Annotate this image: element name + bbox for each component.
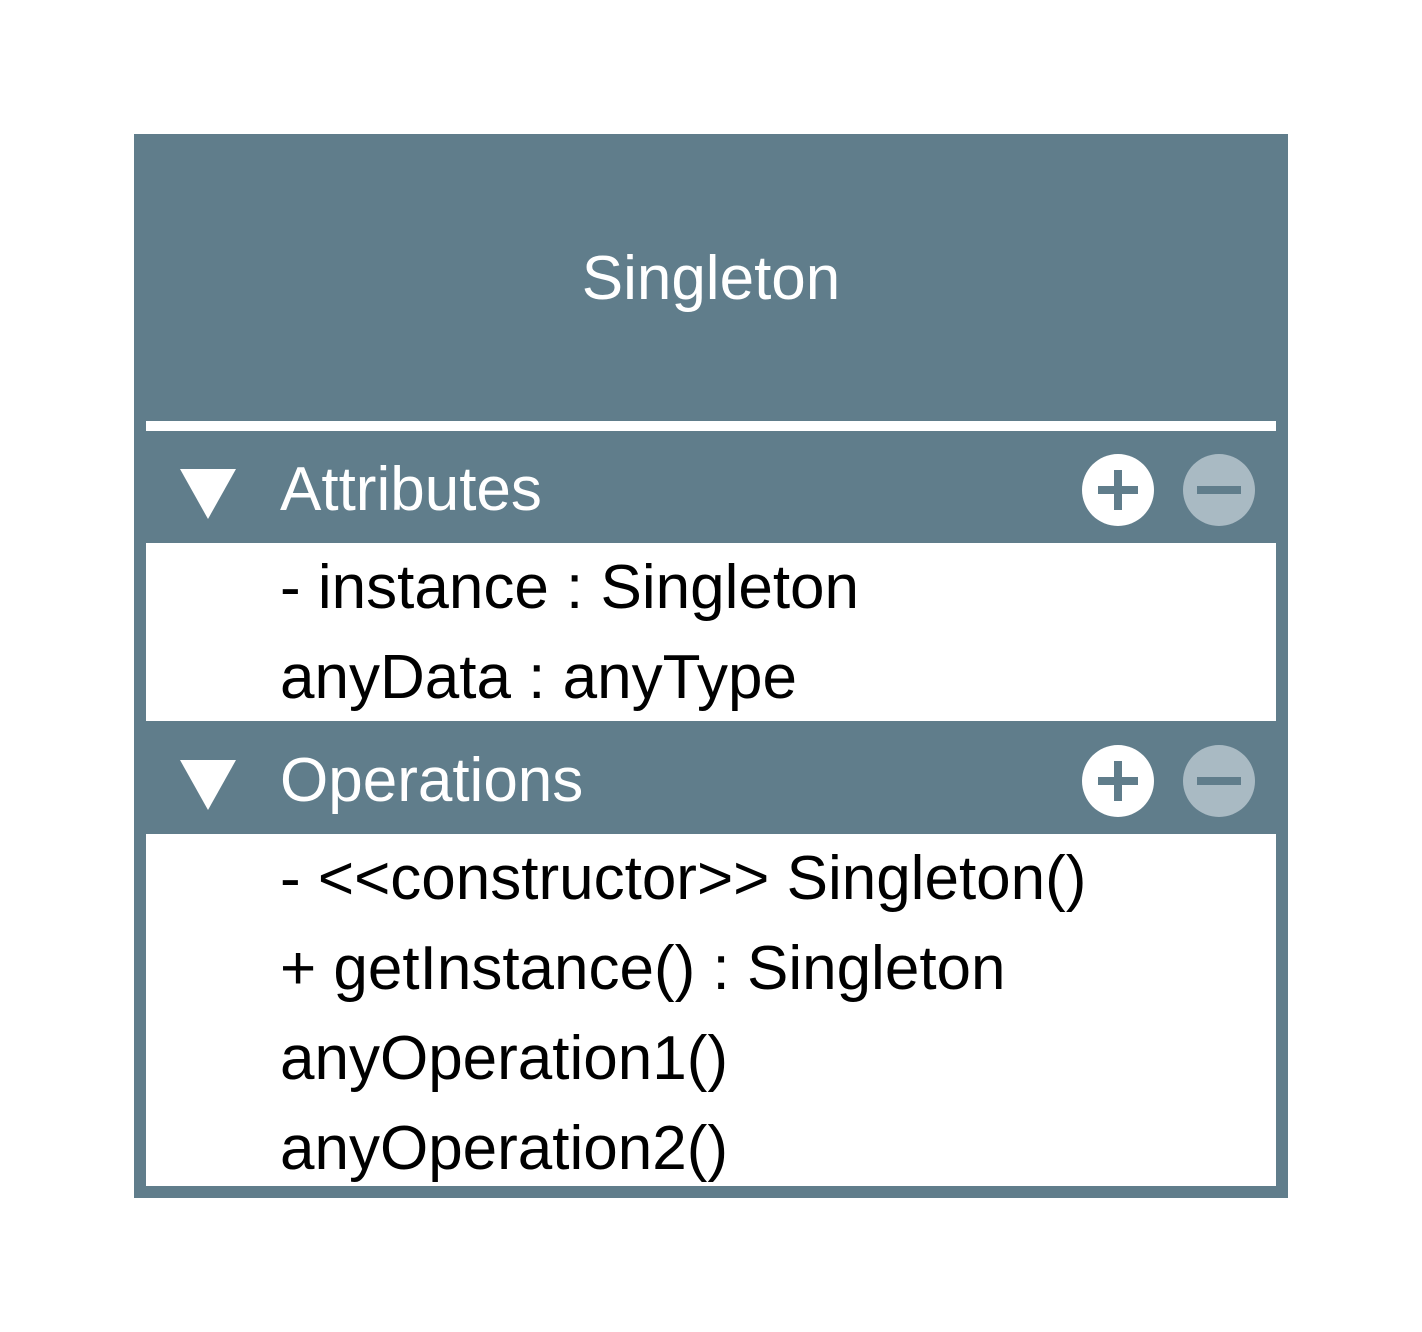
add-operation-plus-icon[interactable] — [1082, 745, 1154, 817]
remove-operation-minus-icon[interactable] — [1183, 745, 1255, 817]
operation-item[interactable]: anyOperation2() — [280, 1114, 729, 1183]
operations-collapse-triangle-icon[interactable] — [179, 756, 237, 814]
attributes-header: Attributes — [146, 440, 1276, 540]
operations-title: Operations — [280, 746, 584, 815]
attributes-title: Attributes — [280, 455, 542, 524]
add-attribute-plus-icon[interactable] — [1082, 454, 1154, 526]
operation-item[interactable]: + getInstance() : Singleton — [280, 934, 1006, 1003]
attribute-item[interactable]: - instance : Singleton — [280, 553, 860, 622]
operations-list: - <<constructor>> Singleton() + getInsta… — [146, 834, 1276, 1186]
operations-header: Operations — [146, 731, 1276, 831]
name-divider — [146, 421, 1276, 431]
operation-item[interactable]: - <<constructor>> Singleton() — [280, 844, 1087, 913]
attributes-collapse-triangle-icon[interactable] — [179, 465, 237, 523]
attributes-list: - instance : Singleton anyData : anyType — [146, 543, 1276, 721]
uml-class-box[interactable]: Singleton Attributes - instance : Single… — [134, 134, 1288, 1198]
class-name: Singleton — [581, 244, 841, 313]
remove-attribute-minus-icon[interactable] — [1183, 454, 1255, 526]
attribute-item[interactable]: anyData : anyType — [280, 643, 797, 712]
operation-item[interactable]: anyOperation1() — [280, 1024, 729, 1093]
